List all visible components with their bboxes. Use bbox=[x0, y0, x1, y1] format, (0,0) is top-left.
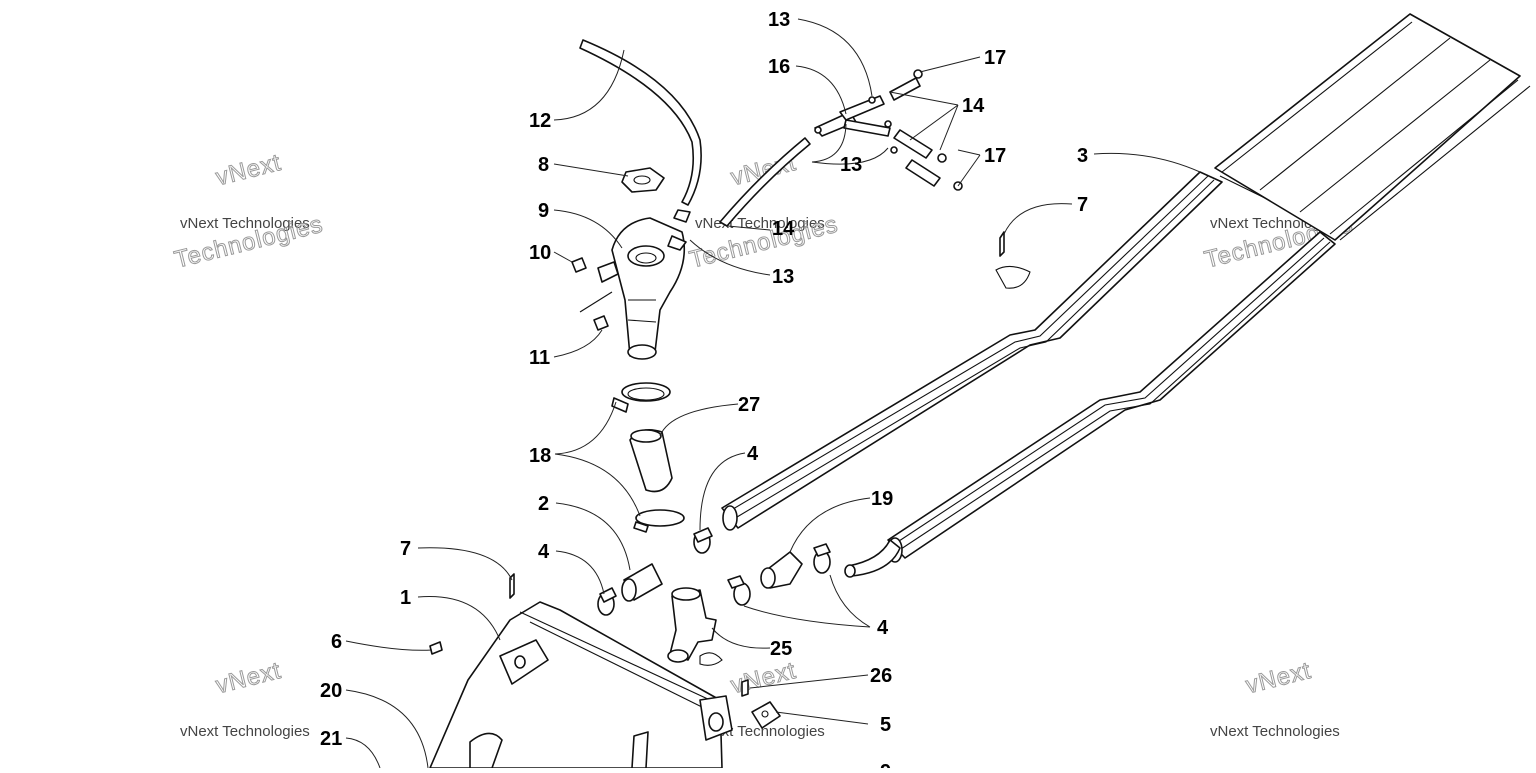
watermark-line2: vNext Technologies bbox=[1210, 723, 1340, 740]
callout-4-right: 4 bbox=[877, 617, 889, 639]
callout-14-right: 14 bbox=[962, 95, 985, 117]
bolt-11 bbox=[579, 291, 613, 331]
callout-25: 25 bbox=[770, 638, 792, 660]
bolt-10 bbox=[571, 257, 587, 273]
watermark-bottom-right: vNext vNext Technologies bbox=[1210, 657, 1340, 740]
cooler-rail-upper bbox=[721, 171, 1336, 531]
callout-13-lower: 13 bbox=[840, 154, 862, 176]
push-rivet-7-lower bbox=[509, 573, 515, 599]
clamp-4-mid bbox=[727, 575, 751, 606]
watermark-line2: vNext Technologies bbox=[180, 215, 310, 232]
clamp-18-lower bbox=[633, 509, 685, 533]
breather-hose-assembly bbox=[719, 69, 963, 227]
callout-17-top: 17 bbox=[984, 47, 1006, 69]
callout-16: 16 bbox=[768, 56, 790, 78]
callout-3: 3 bbox=[1077, 145, 1088, 167]
callout-4-left: 4 bbox=[538, 541, 550, 563]
cooler-rail-lower bbox=[887, 231, 1336, 563]
callout-4-upper: 4 bbox=[747, 443, 759, 465]
hose-19 bbox=[760, 551, 803, 589]
screw-6 bbox=[429, 641, 443, 655]
callout-27: 27 bbox=[738, 394, 760, 416]
callout-6: 6 bbox=[331, 631, 342, 653]
callout-13-top: 13 bbox=[768, 9, 790, 31]
clamp-4-left bbox=[597, 587, 617, 616]
radiator-cap bbox=[621, 167, 665, 193]
callout-1: 1 bbox=[400, 587, 411, 609]
cooler-upper-panel bbox=[1214, 13, 1531, 241]
callout-21: 21 bbox=[320, 728, 342, 750]
watermark-bottom-left: vNext vNext Technologies bbox=[180, 657, 310, 740]
push-rivet-7-upper bbox=[995, 231, 1031, 289]
callout-13-mid: 13 bbox=[772, 266, 794, 288]
elbow-hose bbox=[844, 539, 901, 578]
callout-17-lower: 17 bbox=[984, 145, 1006, 167]
watermark-line1: vNext bbox=[213, 657, 284, 699]
hose-27 bbox=[629, 429, 673, 493]
watermark-line1: vNext bbox=[1243, 657, 1314, 699]
callout-9-bottom: 9 bbox=[880, 761, 891, 768]
clamp-4-right bbox=[813, 543, 831, 574]
callout-7-lower: 7 bbox=[400, 538, 411, 560]
callout-10: 10 bbox=[529, 242, 551, 264]
overflow-hose bbox=[579, 39, 702, 223]
callout-20: 20 bbox=[320, 680, 342, 702]
hose-2 bbox=[621, 563, 663, 602]
y-fitting-25 bbox=[667, 587, 717, 663]
clamp-18-upper bbox=[611, 382, 671, 413]
watermark-top-left: vNext vNext Technologies Technologies bbox=[171, 149, 326, 275]
watermark-line1: vNext bbox=[728, 657, 799, 699]
callout-9: 9 bbox=[538, 200, 549, 222]
plate-5 bbox=[751, 701, 781, 729]
watermark-line1: vNext bbox=[213, 149, 284, 191]
leader-lines bbox=[345, 18, 1201, 769]
callout-2: 2 bbox=[538, 493, 549, 515]
watermark-line2: vNext Technologies bbox=[180, 723, 310, 740]
clamp-4-upper bbox=[693, 527, 713, 554]
screw-26 bbox=[699, 652, 749, 697]
radiator-bracket bbox=[429, 601, 733, 769]
callout-11: 11 bbox=[529, 347, 550, 369]
callout-18: 18 bbox=[529, 445, 551, 467]
callout-14-mid: 14 bbox=[772, 218, 795, 240]
callout-7-upper: 7 bbox=[1077, 194, 1088, 216]
callout-19: 19 bbox=[871, 488, 893, 510]
callout-5: 5 bbox=[880, 714, 891, 736]
callout-8: 8 bbox=[538, 154, 549, 176]
filler-neck bbox=[597, 217, 687, 360]
callout-26: 26 bbox=[870, 665, 892, 687]
callout-12: 12 bbox=[529, 110, 551, 132]
callouts: 13 16 17 14 12 8 9 10 11 14 13 13 17 3 7… bbox=[320, 9, 1088, 773]
